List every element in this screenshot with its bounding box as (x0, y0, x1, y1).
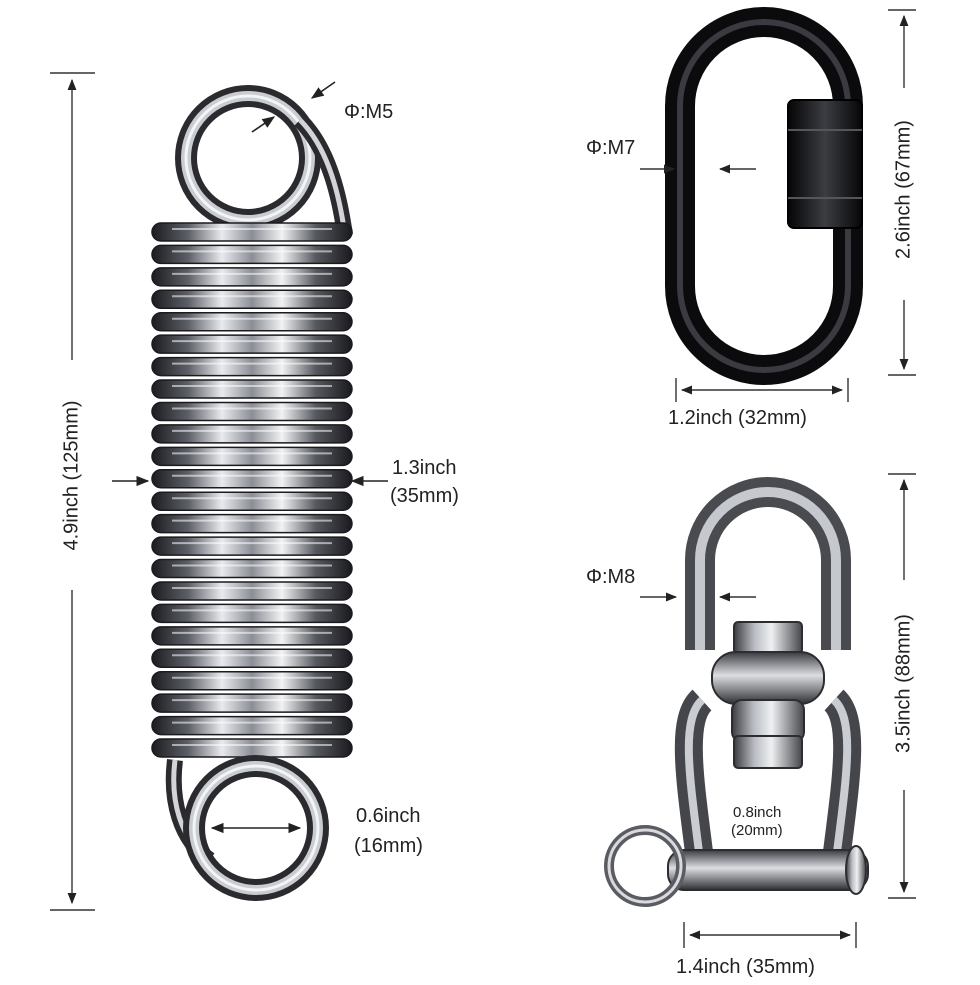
swivel-shackle-arms-shine (684, 697, 852, 861)
quick-link-height-label: 2.6inch (67mm) (892, 120, 915, 259)
spring-coil (151, 536, 353, 556)
swivel-bottom-nut (733, 735, 803, 769)
swivel-wire-label: Φ:M8 (586, 566, 636, 588)
spring-width-label-line1: 1.3inch (392, 457, 457, 479)
swivel-hook (604, 477, 869, 907)
spring-coil (151, 648, 353, 669)
spring-coil (151, 379, 353, 399)
spring-top-eye-highlight (184, 94, 312, 222)
swivel-inner-label-line1: 0.8inch (733, 804, 782, 821)
spring-coil (151, 356, 353, 377)
swivel-barrel (711, 651, 825, 705)
spring-eye-label-line1: 0.6inch (356, 805, 421, 827)
spring-wire-label: Φ:M5 (344, 101, 394, 123)
spring-bottom-eye-highlight (192, 764, 320, 892)
swivel-inner-label-line2: (20mm) (731, 822, 783, 839)
swivel-split-ring-shine (607, 828, 683, 904)
spring-length-dimension (50, 72, 95, 911)
spring-coil (151, 311, 353, 332)
swivel-top-loop-shine (695, 487, 841, 650)
spring-coil (151, 558, 353, 579)
spring-width-label-line2: (35mm) (390, 485, 459, 507)
spring-coil (151, 715, 353, 736)
spring-coil (151, 267, 353, 287)
spring-coil (151, 513, 353, 534)
spring-coil (151, 424, 353, 444)
quick-link (665, 7, 863, 385)
spring-coil (151, 670, 353, 691)
spring-eye-label-line2: (16mm) (354, 835, 423, 857)
swivel-top-nut (733, 621, 803, 655)
spring-coil (151, 289, 353, 310)
spring-wire-arrow-outer (310, 81, 336, 99)
spring (151, 85, 353, 901)
spring-wire-arrow-inner (251, 116, 276, 133)
swivel-pin (667, 849, 869, 891)
spring-coil (151, 626, 353, 646)
spring-coil (151, 603, 353, 624)
spring-coil (151, 401, 353, 422)
swivel-height-label: 3.5inch (88mm) (892, 614, 915, 753)
spring-coil (151, 581, 353, 601)
spring-coil (151, 491, 353, 511)
swivel-dimensions (640, 473, 916, 948)
spring-coil (151, 469, 353, 489)
swivel-pin-head (845, 845, 867, 895)
spring-coil (151, 738, 353, 758)
swivel-width-label: 1.4inch (35mm) (676, 956, 815, 978)
spring-coil (151, 222, 353, 242)
spring-coil (151, 244, 353, 265)
spring-length-label: 4.9inch (125mm) (60, 400, 83, 551)
spring-coil (151, 693, 353, 713)
quick-link-width-label: 1.2inch (32mm) (668, 407, 807, 429)
quick-link-wire-label: Φ:M7 (586, 137, 636, 159)
quick-link-nut (787, 99, 863, 229)
spring-coil (151, 446, 353, 467)
spring-coils (151, 222, 353, 758)
quick-link-dimensions (640, 9, 916, 402)
spring-coil (151, 334, 353, 354)
spring-wire-arrows (251, 81, 336, 133)
